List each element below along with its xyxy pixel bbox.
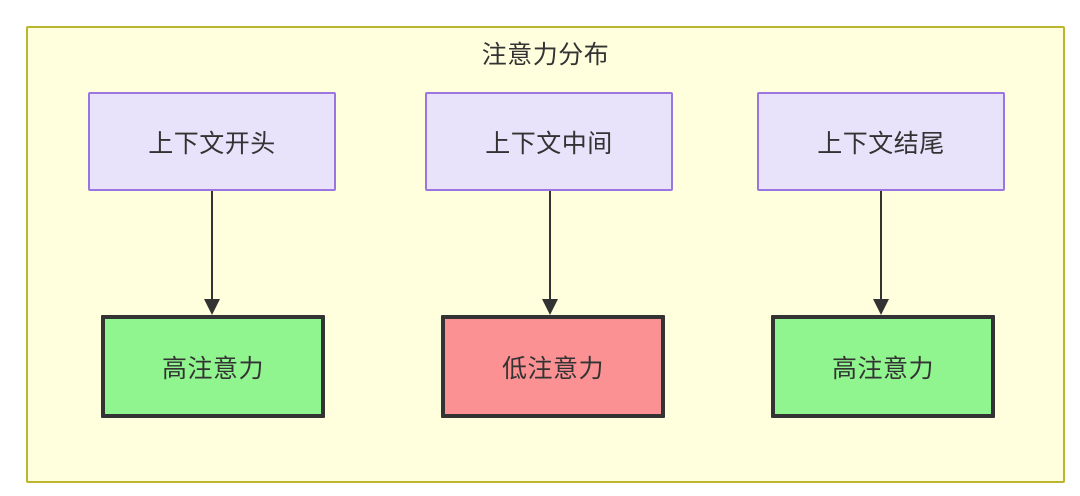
node-label: 上下文开头 — [148, 129, 276, 158]
node-label: 高注意力 — [831, 354, 934, 383]
node-label: 高注意力 — [161, 354, 264, 383]
node-context-middle[interactable]: 上下文中间 — [425, 92, 673, 191]
node-high-attention-start[interactable]: 高注意力 — [101, 315, 325, 418]
node-context-end[interactable]: 上下文结尾 — [757, 92, 1005, 191]
node-label: 上下文中间 — [485, 129, 613, 158]
node-label: 低注意力 — [501, 354, 604, 383]
node-label: 上下文结尾 — [817, 129, 945, 158]
subgraph-title: 注意力分布 — [481, 41, 610, 69]
node-context-start[interactable]: 上下文开头 — [88, 92, 336, 191]
node-high-attention-end[interactable]: 高注意力 — [771, 315, 995, 418]
node-low-attention-middle[interactable]: 低注意力 — [441, 315, 665, 418]
